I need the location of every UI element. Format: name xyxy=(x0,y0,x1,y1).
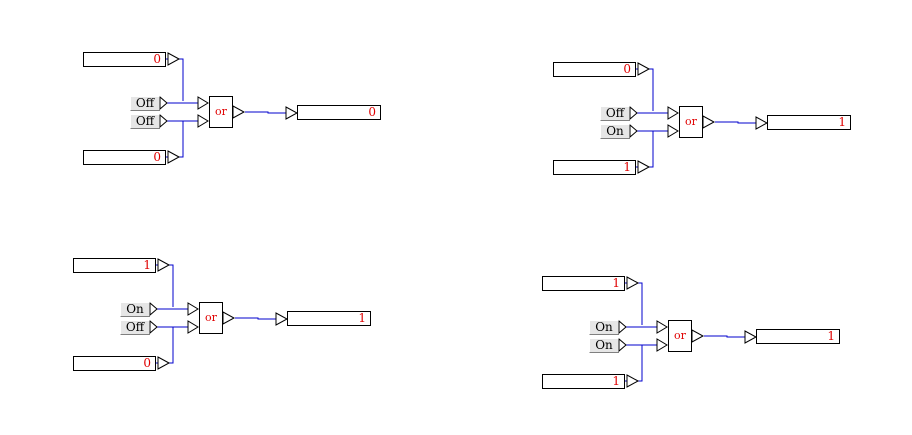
gate-output-pin xyxy=(232,105,246,119)
probe-a-connector xyxy=(637,62,651,76)
probe-a-connector xyxy=(626,276,640,290)
probe-b-connector xyxy=(637,160,651,174)
or-circuit-3: 1 0 On Off or 1 xyxy=(72,254,382,384)
switch-b-connector xyxy=(629,123,638,139)
input-b-switch[interactable]: Off xyxy=(120,320,150,335)
probe-a-display: 0 xyxy=(553,62,636,77)
probe-b-connector xyxy=(626,374,640,388)
switch-a-connector xyxy=(618,319,627,335)
input-b-switch[interactable]: On xyxy=(589,338,619,353)
gate-input-b-pin xyxy=(656,338,668,352)
probe-a-display: 1 xyxy=(73,258,156,273)
input-a-switch[interactable]: On xyxy=(589,320,619,335)
probe-a-display: 0 xyxy=(83,52,166,67)
or-gate: or xyxy=(209,96,233,128)
switch-a-connector xyxy=(149,301,158,317)
probe-a-connector xyxy=(157,258,171,272)
or-circuit-1: 0 0 Off Off or 0 xyxy=(82,48,392,178)
switch-b-connector xyxy=(149,319,158,335)
output-display: 1 xyxy=(756,329,840,344)
gate-output-pin xyxy=(691,329,705,343)
input-a-switch[interactable]: Off xyxy=(130,96,160,111)
or-circuit-2: 0 1 Off On or 1 xyxy=(552,58,862,188)
gate-input-b-pin xyxy=(197,114,209,128)
circuit-wiring xyxy=(149,258,289,370)
probe-b-connector xyxy=(157,356,171,370)
circuit-wiring xyxy=(159,52,299,164)
gate-input-a-pin xyxy=(667,106,679,120)
or-gate: or xyxy=(668,320,692,352)
output-connector xyxy=(275,312,289,326)
gate-input-b-pin xyxy=(667,124,679,138)
probe-a-connector xyxy=(167,52,181,66)
gate-input-a-pin xyxy=(656,320,668,334)
output-display: 1 xyxy=(287,311,371,326)
input-b-switch[interactable]: Off xyxy=(130,114,160,129)
gate-input-b-pin xyxy=(187,320,199,334)
gate-input-a-pin xyxy=(187,302,199,316)
circuit-wiring xyxy=(618,276,758,388)
input-a-switch[interactable]: Off xyxy=(600,106,630,121)
output-display: 0 xyxy=(297,105,381,120)
gate-output-pin xyxy=(702,115,716,129)
output-display: 1 xyxy=(767,115,851,130)
gate-output-pin xyxy=(222,311,236,325)
output-connector xyxy=(285,106,299,120)
switch-b-connector xyxy=(618,337,627,353)
or-gate: or xyxy=(199,302,223,334)
probe-b-connector xyxy=(167,150,181,164)
input-a-switch[interactable]: On xyxy=(120,302,150,317)
gate-input-a-pin xyxy=(197,96,209,110)
probe-b-display: 0 xyxy=(83,150,166,165)
probe-b-display: 1 xyxy=(542,374,625,389)
switch-a-connector xyxy=(159,95,168,111)
switch-a-connector xyxy=(629,105,638,121)
output-connector xyxy=(744,330,758,344)
input-b-switch[interactable]: On xyxy=(600,124,630,139)
or-gate: or xyxy=(679,106,703,138)
switch-b-connector xyxy=(159,113,168,129)
probe-a-display: 1 xyxy=(542,276,625,291)
output-connector xyxy=(755,116,769,130)
probe-b-display: 0 xyxy=(73,356,156,371)
probe-b-display: 1 xyxy=(553,160,636,175)
circuit-wiring xyxy=(629,62,769,174)
or-circuit-4: 1 1 On On or 1 xyxy=(541,272,851,402)
